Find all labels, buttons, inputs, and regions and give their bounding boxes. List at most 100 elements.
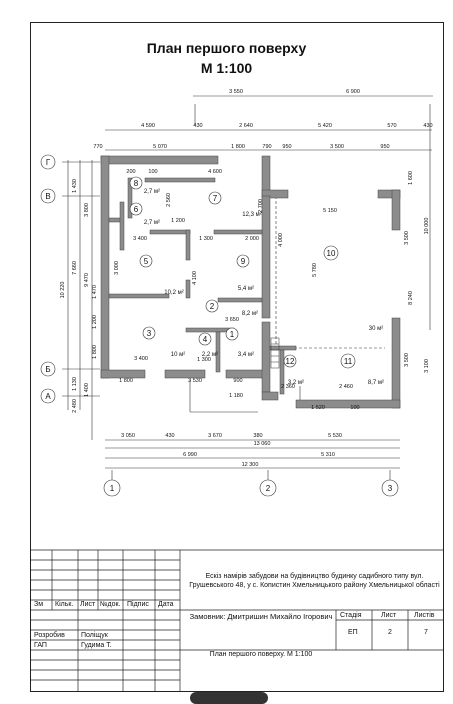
stage-value: ЕП [348,629,358,636]
axis-label: 1 [110,484,115,493]
room-number: 8 [134,179,139,188]
dim-text: 900 [233,378,242,384]
dim-text: 3 000 [114,261,120,275]
dim-text: 3 100 [424,359,430,373]
dim-text: 12 300 [242,462,259,468]
dim-text: 1 200 [92,315,98,329]
dim-text: 2 360 [281,384,295,390]
stamp-name: Поліщук [81,632,108,639]
dim-text: 950 [380,144,389,150]
stamp-header: Кільк. [55,601,74,608]
dim-text: 4 100 [192,271,198,285]
dim-text: 5 780 [312,263,318,277]
room-number: 9 [241,257,246,266]
dim-text: 1 180 [229,393,243,399]
room-number: 6 [134,205,139,214]
dim-text: 100 [148,169,157,175]
dim-text: 3 670 [208,433,222,439]
dim-text: 200 [126,169,135,175]
room-number: 11 [344,357,353,366]
dim-text: 4 590 [141,123,155,129]
dim-text: 1 130 [72,377,78,391]
dim-text: 1 200 [171,218,185,224]
room-number: 5 [144,257,149,266]
room-area: 30 м² [369,326,383,332]
sheets-label: Листів [414,612,435,619]
dim-text: 5 070 [153,144,167,150]
dim-text: 4 000 [278,233,284,247]
dim-text: 5 530 [328,433,342,439]
room-number: 4 [203,335,208,344]
stage-label: Стадія [340,612,362,619]
dim-text: 1 800 [231,144,245,150]
dim-text: 5 310 [321,452,335,458]
axis-label: 2 [266,484,271,493]
room-number: 2 [210,302,215,311]
dim-text: 1 400 [84,383,90,397]
room-area: 12,3 м² [242,212,261,218]
room-number: 1 [230,330,235,339]
dim-text: 4 600 [208,169,222,175]
dim-text: 2 460 [339,384,353,390]
dim-text: 13 060 [254,441,271,447]
room-area: 8,7 м² [368,380,384,386]
room-number: 12 [286,357,295,366]
dim-text: 950 [282,144,291,150]
dim-text: 2 700 [258,199,264,213]
dim-text: 9 470 [84,273,90,287]
stamp-name: Гудима Т. [81,642,112,649]
room-number: 10 [327,249,336,258]
room-area: 8,2 м² [242,311,258,317]
dim-text: 1 300 [197,357,211,363]
dim-text: 3 400 [134,356,148,362]
dim-text: 2 640 [239,123,253,129]
dim-text: 3 500 [404,353,410,367]
dim-text: 3 530 [188,378,202,384]
dim-text: 3 800 [84,203,90,217]
dim-text: 6 900 [346,89,360,95]
room-area: 2,7 м² [144,189,160,195]
stamp-header: Підпис [127,601,149,608]
drawing-sheet-frame [30,22,444,692]
dim-text: 3 650 [225,317,239,323]
dim-text: 3 050 [121,433,135,439]
dim-text: 1 300 [199,236,213,242]
dim-text: 10 220 [60,282,66,299]
dim-text: 1 800 [119,378,133,384]
stamp-header: Дата [158,601,174,608]
dim-text: 790 [262,144,271,150]
dim-text: 5 420 [318,123,332,129]
stamp-header: №док. [100,601,121,608]
dim-text: 3 550 [229,89,243,95]
project-description: Ескіз намірів забудови на будівництво бу… [189,573,440,589]
stamp-header: Зм [34,601,44,608]
dim-text: 3 400 [133,236,147,242]
room-number: 7 [213,194,218,203]
dim-text: 430 [193,123,202,129]
room-area: 3,2 м² [288,380,304,386]
dim-text: 3 500 [330,144,344,150]
bottom-pill [190,692,268,704]
dim-text: 2 560 [166,193,172,207]
sheets-value: 7 [424,629,428,636]
dim-text: 770 [93,144,102,150]
dim-text: 1 600 [408,171,414,185]
dim-text: 1 520 [311,405,325,411]
sheet-title: План першого поверху. М 1:100 [209,651,313,658]
axis-label: А [45,392,51,401]
plan-title: План першого поверху [146,40,307,56]
dim-text: 10 000 [424,218,430,235]
stamp-role: Розробив [34,632,65,639]
dim-text: 1 800 [92,345,98,359]
axis-label: 3 [388,484,393,493]
sheet-label: Лист [381,612,397,619]
dim-text: 2 480 [72,399,78,413]
room-area: 10 м² [171,352,185,358]
dim-text: 1 430 [72,179,78,193]
client-name: Замовник: Дмитришин Михайло Ігорович [189,612,333,621]
stamp-header: Лист [80,601,96,608]
axis-label: В [45,192,50,201]
dim-text: 3 500 [404,231,410,245]
